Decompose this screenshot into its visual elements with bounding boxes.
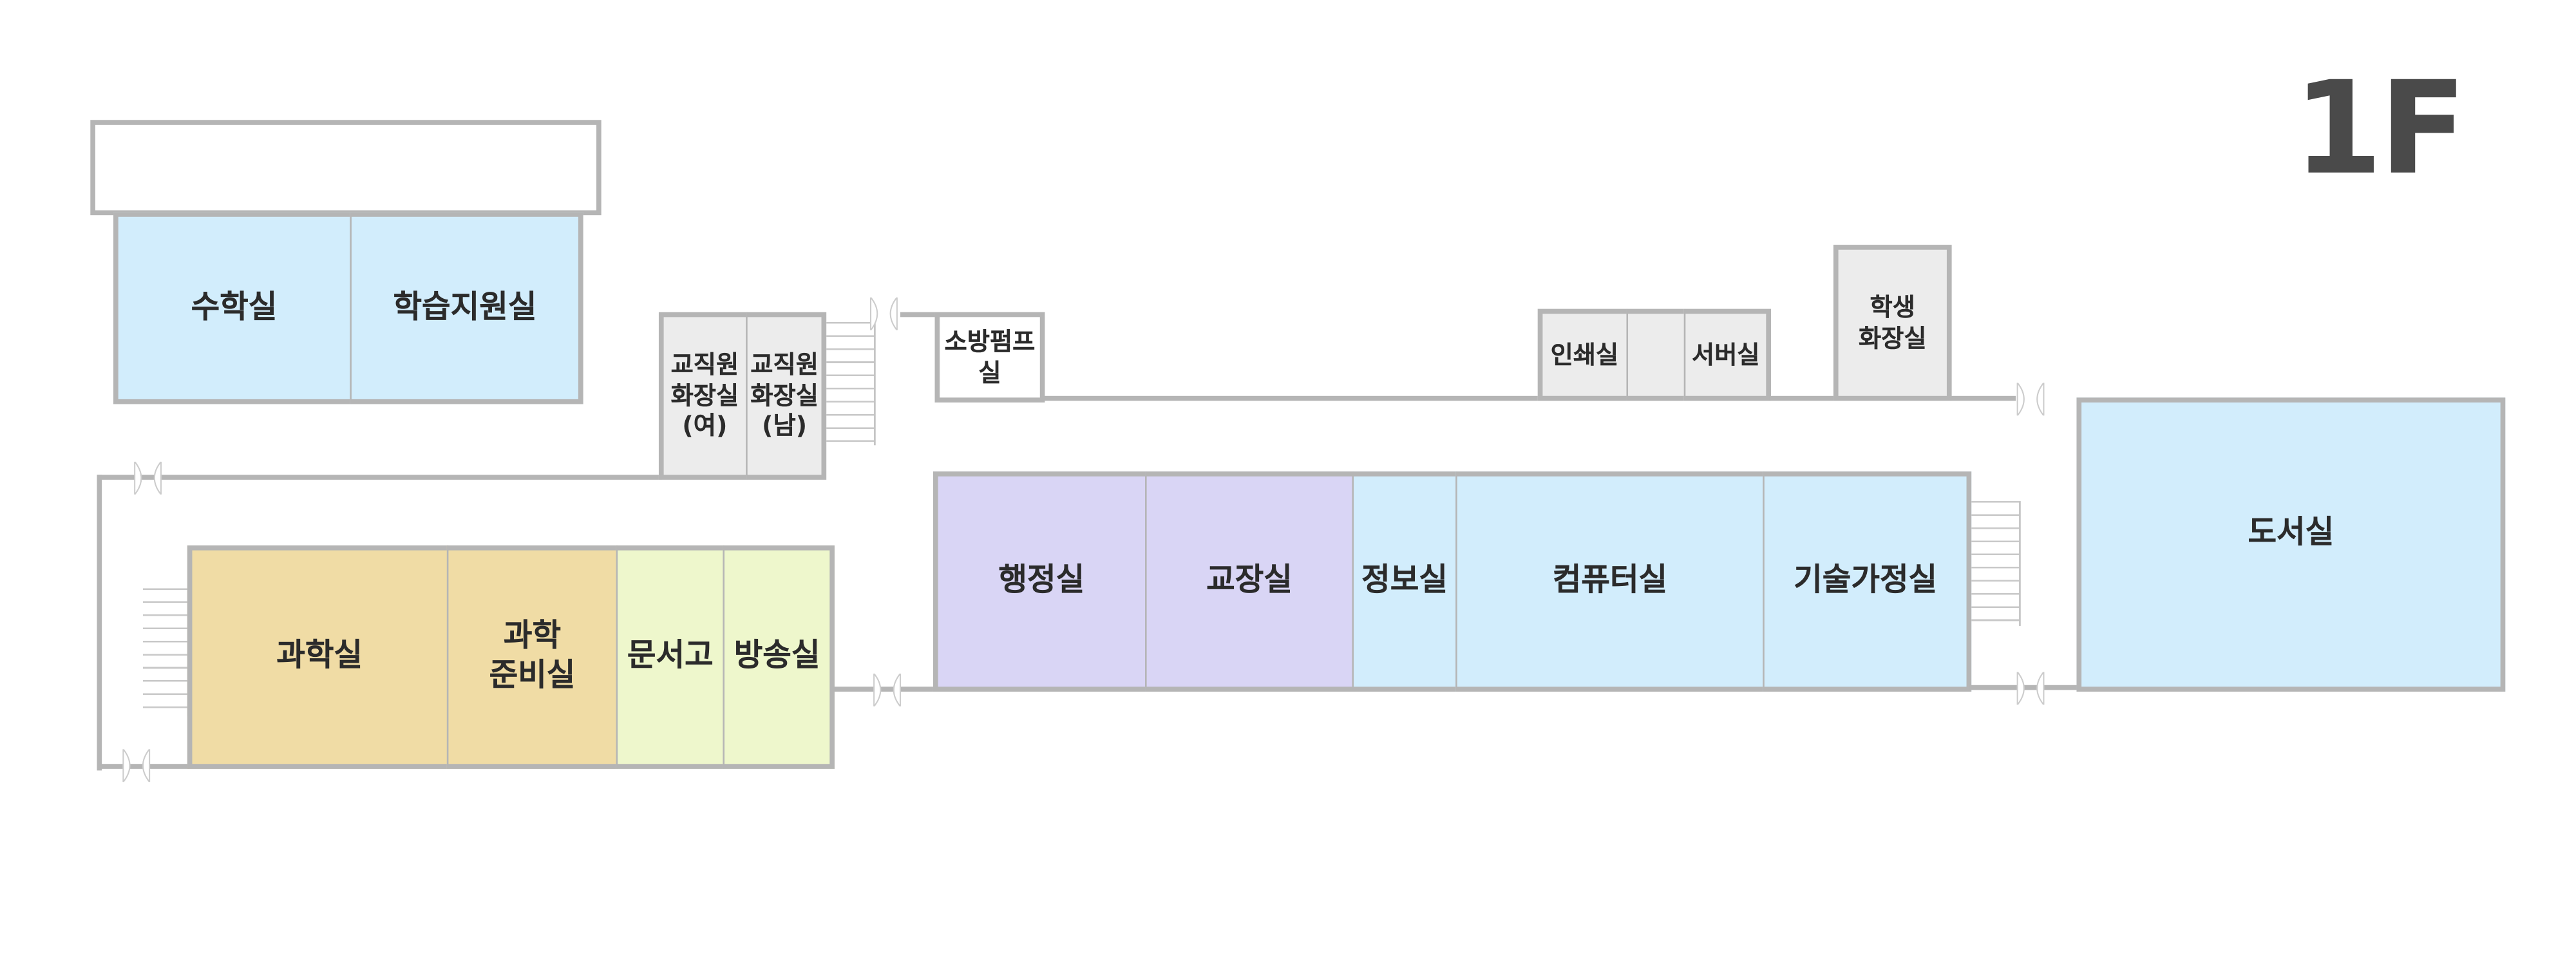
unlabeled-space — [90, 120, 601, 216]
door-icon — [870, 297, 898, 330]
room-label: 과학 — [503, 618, 562, 654]
room-label: 화장실 — [1858, 323, 1927, 353]
room-label: 화장실 — [670, 380, 739, 410]
stairs — [142, 588, 189, 717]
wall — [1950, 395, 2016, 401]
room-library[interactable]: 도서실 — [2076, 397, 2506, 692]
door-icon — [2016, 672, 2045, 705]
door-icon — [2016, 383, 2045, 416]
room-label: 과학실 — [276, 638, 363, 674]
stairs — [826, 321, 876, 446]
room-print[interactable]: 인쇄실 — [1537, 308, 1629, 401]
room-label: 방송실 — [734, 638, 820, 674]
room-passage — [1626, 308, 1686, 401]
room-math[interactable]: 수학실 — [113, 212, 352, 404]
room-label: 교직원 — [750, 350, 819, 379]
door-icon — [134, 461, 162, 495]
room-label: 컴퓨터실 — [1552, 562, 1668, 598]
floor-label: 1F — [2293, 55, 2467, 204]
stairs — [1971, 501, 2021, 626]
room-info[interactable]: 정보실 — [1352, 471, 1457, 692]
wall — [97, 475, 102, 771]
room-label: 소방펌프실 — [944, 327, 1036, 387]
room-label: 학습지원실 — [393, 289, 537, 325]
room-label: 교직원 — [670, 350, 739, 379]
wall — [1043, 395, 1541, 401]
room-label: 문서고 — [627, 638, 714, 674]
door-icon — [122, 749, 151, 782]
room-label: 교장실 — [1206, 562, 1293, 598]
room-label: 정보실 — [1361, 562, 1448, 598]
wall — [97, 475, 663, 480]
room-label: (여) — [682, 411, 728, 441]
room-science[interactable]: 과학실 — [187, 545, 449, 769]
room-label: 수학실 — [191, 289, 278, 325]
room-label: 학생 — [1870, 292, 1915, 322]
room-principal[interactable]: 교장실 — [1145, 471, 1354, 692]
wall — [1769, 395, 1837, 401]
wall — [1969, 685, 2080, 690]
room-label: 화장실 — [750, 380, 819, 410]
room-label: (남) — [761, 411, 808, 441]
room-label: 기술가정실 — [1794, 562, 1938, 598]
room-admin[interactable]: 행정실 — [933, 471, 1147, 692]
room-learning-support[interactable]: 학습지원실 — [350, 212, 583, 404]
room-label: 인쇄실 — [1550, 339, 1619, 370]
wall — [833, 687, 937, 692]
room-archive[interactable]: 문서고 — [616, 545, 724, 769]
room-label: 준비실 — [489, 657, 576, 694]
room-label: 행정실 — [998, 562, 1085, 598]
room-fire-pump[interactable]: 소방펌프실 — [934, 312, 1045, 402]
room-label: 도서실 — [2248, 514, 2334, 551]
room-computer[interactable]: 컴퓨터실 — [1455, 471, 1765, 692]
room-tech-home[interactable]: 기술가정실 — [1763, 471, 1972, 692]
room-label: 서버실 — [1692, 339, 1760, 370]
room-broadcast[interactable]: 방송실 — [723, 545, 835, 769]
room-server[interactable]: 서버실 — [1683, 308, 1771, 401]
door-icon — [873, 673, 901, 706]
